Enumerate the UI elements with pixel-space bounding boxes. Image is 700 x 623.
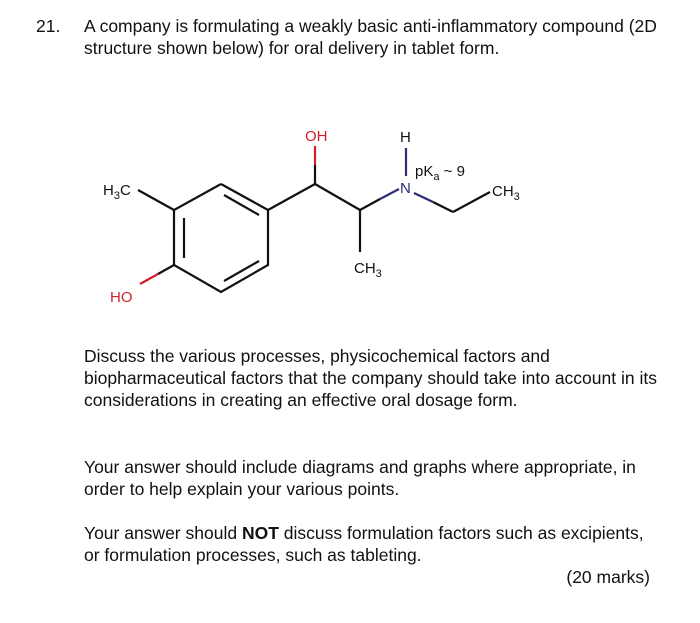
question-number: 21. (36, 16, 61, 36)
label-alcohol-oh: OH (305, 128, 328, 145)
exclusion-suffix: discuss formulation factors such as exci… (84, 523, 644, 565)
bond-chain-2 (314, 183, 361, 211)
bond-ethyl (452, 191, 491, 213)
bond-methyl-left (137, 189, 175, 211)
label-pka: pKa ~ 9 (415, 163, 465, 183)
label-amine-h: H (400, 129, 411, 146)
question-intro: A company is formulating a weakly basic … (84, 16, 657, 58)
bond-n-ethyl-blue (413, 192, 434, 203)
benzene-ring (172, 183, 270, 294)
exclusion-prefix: Your answer should (84, 523, 242, 543)
question-diagrams-instruction: Your answer should include diagrams and … (84, 457, 636, 499)
bond-phenol-oh-black (157, 264, 175, 275)
bond-n-ethyl-black (432, 201, 454, 213)
bond-c-n-blue (379, 188, 400, 200)
exclusion-bold-not: NOT (241, 523, 279, 543)
label-phenol-oh: HO (110, 289, 133, 306)
bond-phenol-oh-red (139, 273, 159, 285)
label-methyl-bottom: CH3 (354, 260, 382, 280)
chemical-structure-diagram: H3C HO OH H N pKa ~ 9 CH3 CH3 (103, 128, 520, 306)
label-methyl-left: H3C (103, 182, 131, 202)
label-methyl-right: CH3 (492, 183, 520, 203)
question-exclusion-instruction: Your answer should NOT discuss formulati… (84, 522, 664, 566)
marks-label: (20 marks) (566, 567, 650, 587)
label-amine-n: N (400, 180, 411, 197)
bond-c-n-black (359, 198, 381, 211)
bond-ring-chain (267, 183, 316, 211)
question-discuss: Discuss the various processes, physicoch… (84, 346, 657, 410)
